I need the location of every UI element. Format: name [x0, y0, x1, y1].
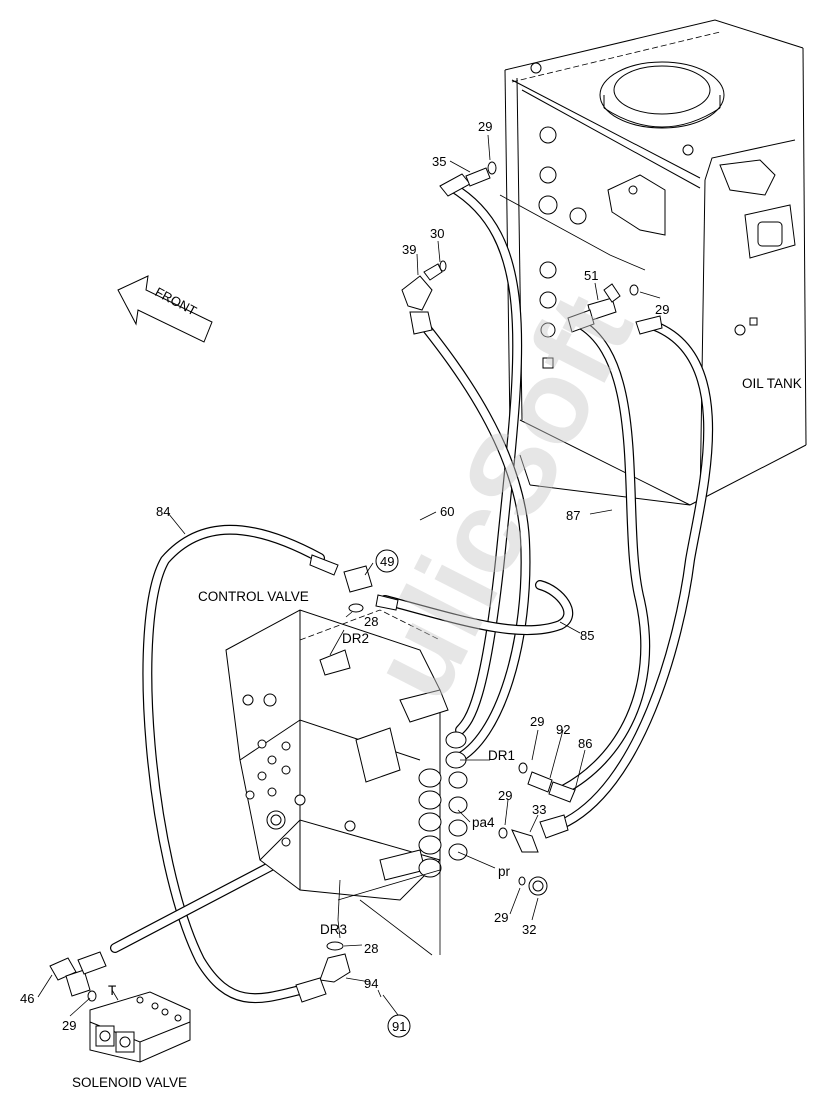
port-pr-label: pr	[498, 864, 511, 879]
part-number: 51	[584, 268, 598, 283]
part-number: 28	[364, 941, 378, 956]
part-number: 32	[522, 922, 536, 937]
part-number: 49	[380, 554, 394, 569]
hoses	[110, 182, 714, 1004]
part-number: 60	[440, 504, 454, 519]
part-number: 30	[430, 226, 444, 241]
fittings	[49, 161, 663, 1003]
part-number: 33	[532, 802, 546, 817]
port-t-label: T	[108, 983, 116, 998]
part-number-circle	[387, 1014, 411, 1038]
control-valve-label: CONTROL VALVE	[198, 589, 309, 604]
part-number: 29	[530, 714, 544, 729]
tank-ports	[538, 126, 587, 369]
part-number: 29	[62, 1018, 76, 1033]
part-number: 87	[566, 508, 580, 523]
part-number: 29	[498, 788, 512, 803]
control-valve	[225, 609, 468, 901]
part-number: 29	[494, 910, 508, 925]
part-number: 86	[578, 736, 592, 751]
watermark: ulicSoft	[344, 275, 658, 720]
text-labels: OIL TANK CONTROL VALVE SOLENOID VALVE DR…	[72, 376, 802, 1090]
leader-lines	[37, 134, 661, 1017]
part-number: 85	[580, 628, 594, 643]
port-pa4-label: pa4	[472, 815, 495, 830]
part-number: 39	[402, 242, 416, 257]
front-arrow: FRONT	[117, 275, 213, 343]
part-number: 84	[156, 504, 170, 519]
port-dr1-label: DR1	[488, 748, 515, 763]
part-number: 91	[392, 1019, 406, 1034]
part-number: 46	[20, 991, 34, 1006]
port-dr2-label: DR2	[342, 631, 369, 646]
valve-spools	[418, 731, 468, 878]
part-number: 28	[364, 614, 378, 629]
part-number: 29	[655, 302, 669, 317]
part-number: 29	[478, 119, 492, 134]
valve-bolts	[242, 694, 291, 847]
part-number: 94	[364, 976, 378, 991]
port-dr3-label: DR3	[320, 922, 347, 937]
part-number: 35	[432, 154, 446, 169]
part-number-labels: 29 35 30 39 51 29 84 60 87 49 28 85 29 9…	[20, 119, 669, 1038]
part-number-circle	[375, 549, 399, 573]
oil-tank-label: OIL TANK	[742, 376, 802, 391]
solenoid-valve-label: SOLENOID VALVE	[72, 1075, 187, 1090]
solenoid-valve	[89, 991, 191, 1063]
part-number: 92	[556, 722, 570, 737]
oil-tank	[499, 19, 807, 506]
